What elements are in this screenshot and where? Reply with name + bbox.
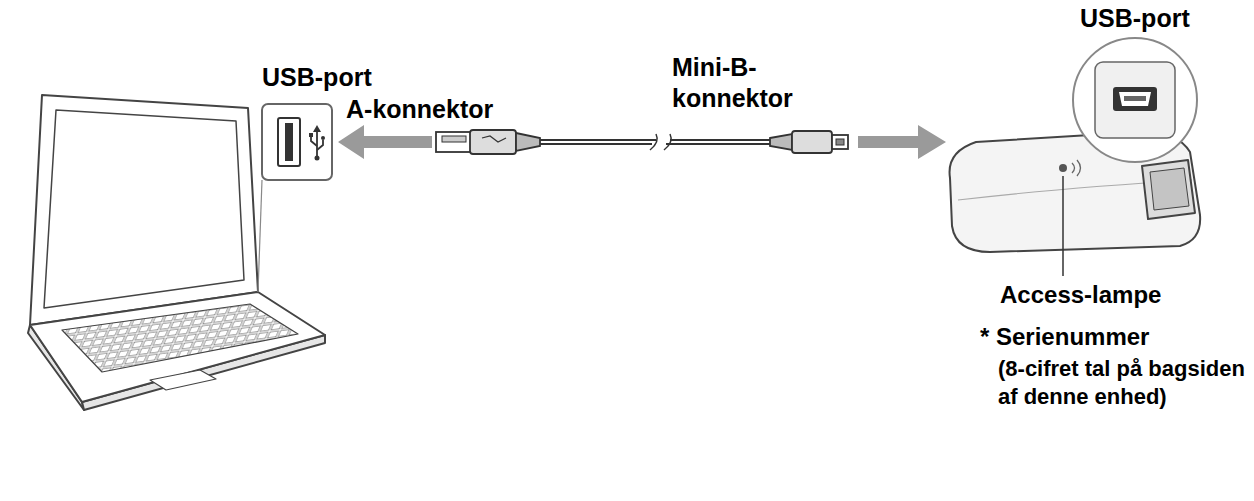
device-part — [1142, 160, 1195, 219]
laptop — [28, 95, 325, 410]
laptop-port-callout-part — [321, 136, 325, 140]
connector-label: Mini-B- konnektor — [672, 52, 822, 115]
usb-cable-part — [650, 134, 657, 150]
leader-line — [1062, 176, 1064, 276]
laptop-port-callout-part — [313, 125, 321, 132]
device-port-callout-part — [1095, 62, 1175, 138]
connector-label: A-konnektor — [346, 94, 493, 125]
laptop-part — [62, 304, 298, 372]
device-port-callout — [1073, 38, 1197, 162]
usb-cable-part — [666, 143, 770, 145]
mini-b-plug-part — [832, 135, 848, 149]
laptop-port-callout-part — [315, 156, 320, 161]
laptop-part — [44, 110, 244, 308]
insert-arrow — [338, 125, 432, 159]
device-port-callout-part — [1119, 92, 1151, 106]
mini-b-plug-part — [770, 134, 792, 150]
lamp-label: Access-lampe — [1000, 280, 1161, 310]
laptop-port-callout-part-part — [317, 140, 323, 150]
laptop-part — [258, 180, 262, 292]
mini-b-plug — [770, 131, 848, 153]
access-lamp — [1059, 160, 1081, 176]
port-label: USB-port — [1080, 3, 1190, 34]
usb-cable-part — [664, 134, 671, 150]
port-label: USB-port — [262, 62, 372, 93]
usb-a-plug — [436, 130, 540, 154]
insert-arrow — [858, 125, 946, 159]
laptop-port-callout-part — [285, 123, 293, 161]
laptop-port-callout-part-part — [316, 130, 318, 156]
device-port-callout-part — [1113, 87, 1157, 111]
device-part — [1150, 168, 1189, 210]
usb-a-plug-part — [470, 130, 516, 154]
note-label: * Serienummer — [980, 322, 1149, 352]
laptop-port-callout-part — [262, 104, 332, 180]
mini-b-plug-part — [836, 139, 844, 145]
mini-b-plug-part — [792, 131, 832, 153]
laptop-port-callout — [262, 104, 332, 180]
access-lamp-part — [1072, 160, 1081, 176]
laptop-part — [30, 95, 258, 325]
usb-a-plug-part — [516, 133, 540, 151]
laptop-port-callout-part-part — [311, 136, 317, 146]
note-text: (8-cifret tal på bagsiden af denne enhed… — [998, 355, 1250, 410]
laptop-port-callout-part — [278, 118, 300, 166]
device-port-callout-part — [1073, 38, 1197, 162]
laptop-part — [30, 292, 325, 402]
usb-cable-part — [540, 139, 656, 141]
device-port-callout-part — [1124, 96, 1146, 101]
usb-cable-part — [670, 139, 770, 141]
usb-a-plug-part — [482, 136, 506, 142]
laptop-part — [150, 370, 216, 390]
usb-a-plug-part — [442, 136, 466, 142]
usb-a-plug-part — [436, 132, 472, 152]
usb-cable-part — [540, 143, 652, 145]
usb-cable — [540, 134, 770, 150]
laptop-port-callout-part — [309, 133, 313, 137]
access-lamp-part — [1059, 164, 1067, 172]
